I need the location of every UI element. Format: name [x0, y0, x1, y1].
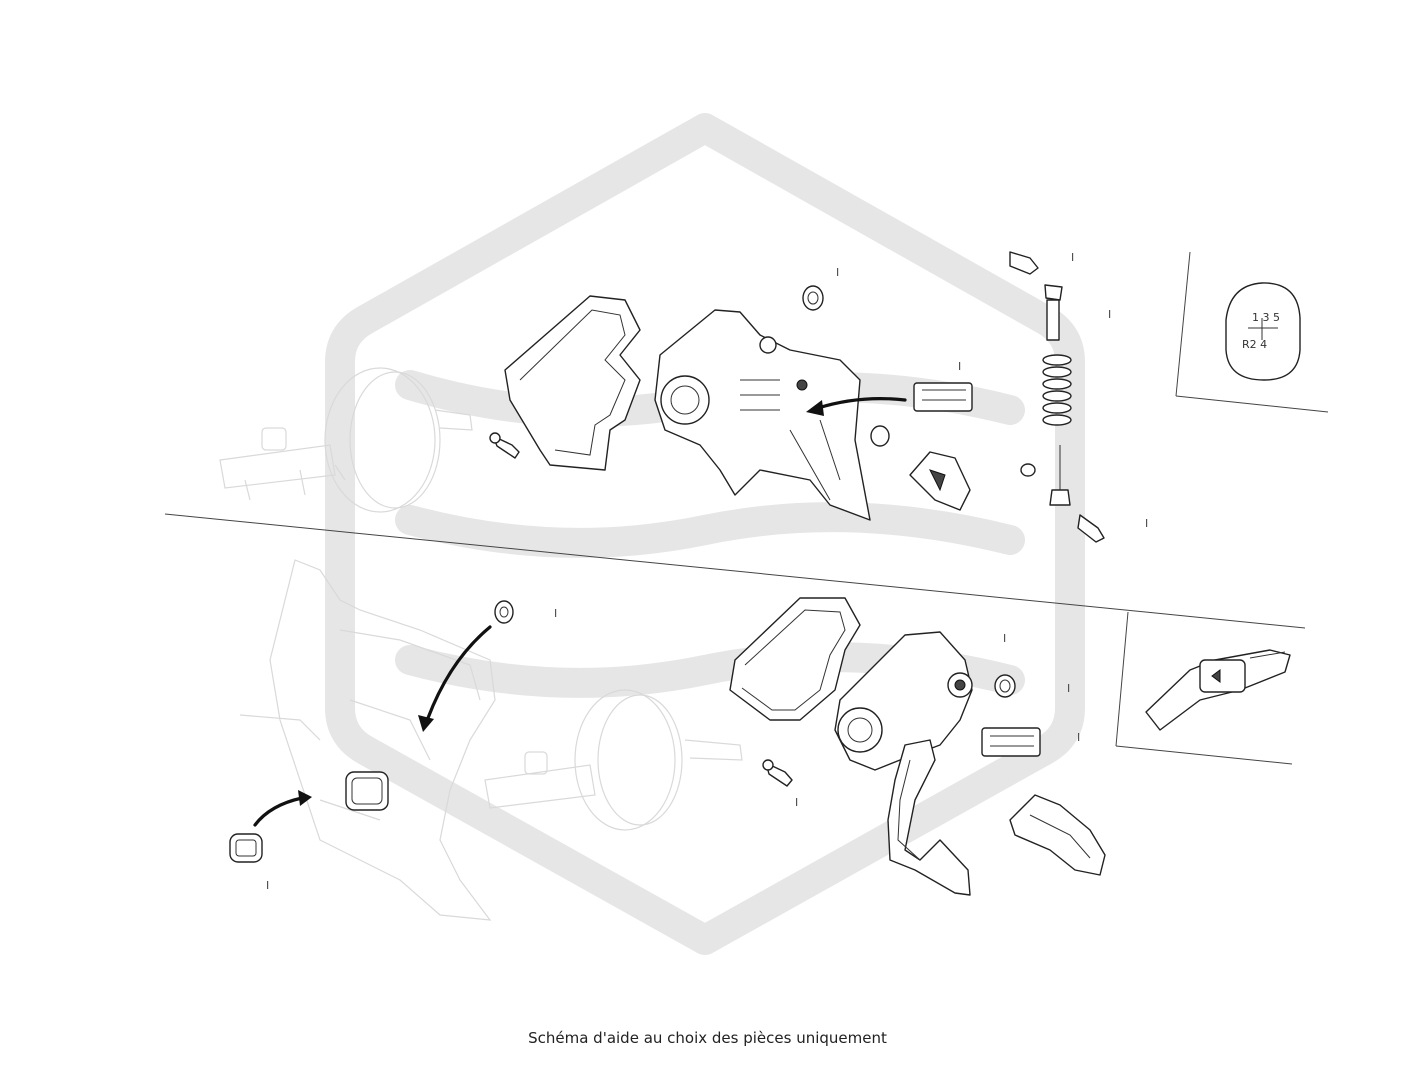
cruise-control-stalk-icon	[1145, 649, 1291, 731]
gear-pattern-top-row: 1 3 5	[1252, 311, 1280, 324]
bolt-top-left	[489, 432, 520, 459]
ref-mark: I	[1108, 308, 1111, 321]
ref-mark: I	[1003, 632, 1006, 645]
connector-bottom	[981, 727, 1041, 757]
connector-top	[913, 382, 973, 412]
reference-marks: I I I I I I I I I I I	[266, 251, 1148, 892]
section-divider	[164, 251, 1329, 765]
assembly-arrow-top	[806, 397, 907, 416]
ref-mark: I	[958, 360, 961, 373]
firewall-panel-bottom	[239, 559, 496, 921]
ref-mark: I	[1067, 682, 1070, 695]
spring-assembly-top	[1009, 251, 1105, 543]
pedal-assembly-bottom	[834, 631, 973, 896]
brake-booster-top	[219, 367, 473, 513]
ref-mark: I	[836, 266, 839, 279]
ref-mark: I	[1077, 731, 1080, 744]
pedal-pad-bottom	[1009, 794, 1106, 876]
washer-bottom	[494, 600, 514, 624]
pedal-box-cover-top	[504, 295, 641, 471]
grommet-bottom	[229, 833, 263, 863]
assembly-arrow-bottom-center	[418, 625, 492, 732]
bushing-top	[802, 285, 890, 447]
pedal-pad-top	[909, 451, 971, 511]
gear-knob-icon: 1 3 5 R2 4	[1225, 282, 1301, 381]
brake-booster-bottom	[484, 689, 743, 831]
bushing-bottom	[994, 674, 1016, 698]
pedal-bracket-top	[654, 309, 871, 521]
ref-mark: I	[795, 796, 798, 809]
ref-mark: I	[1145, 517, 1148, 530]
brand-watermark-icon	[325, 113, 1085, 955]
ref-mark: I	[266, 879, 269, 892]
bolt-bottom	[762, 759, 793, 787]
ref-mark: I	[1071, 251, 1074, 264]
ref-mark: I	[554, 607, 557, 620]
pedal-box-cover-bottom	[729, 597, 861, 721]
assembly-arrow-bottom-left	[253, 790, 312, 827]
gear-pattern-bottom-row: R2 4	[1242, 338, 1267, 351]
diagram-caption: Schéma d'aide au choix des pièces unique…	[528, 1029, 887, 1047]
